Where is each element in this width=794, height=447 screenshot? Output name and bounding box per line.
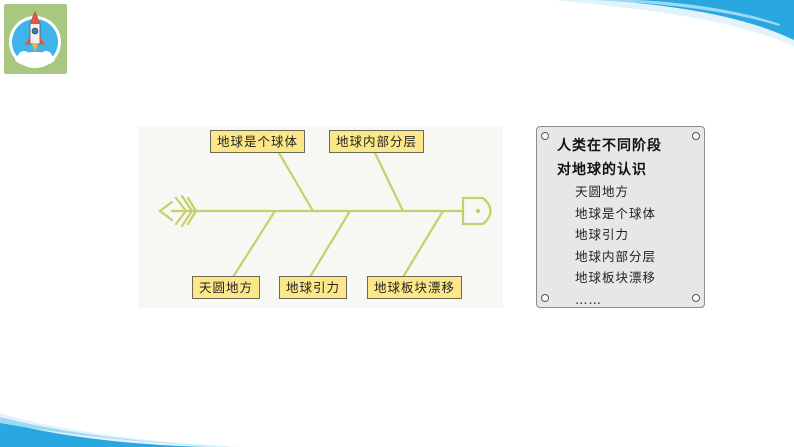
top-bone-1: [277, 151, 315, 213]
note-title-line-1: 人类在不同阶段: [557, 138, 662, 154]
label-bottom-3: 地球板块漂移: [367, 276, 463, 299]
list-item: 地球内部分层: [575, 248, 657, 264]
top-bone-2: [373, 151, 405, 213]
list-item: 地球是个球体: [575, 205, 657, 221]
label-top-2: 地球内部分层: [329, 130, 425, 153]
bottom-bone-1: [231, 209, 277, 279]
list-item: 地球板块漂移: [575, 270, 657, 285]
note-card: 人类在不同阶段 对地球的认识 天圆地方 地球是个球体 地球引力 地球内部分层 地…: [536, 126, 705, 308]
fishbone-tail-top: [158, 200, 174, 213]
list-item: 天圆地方: [575, 184, 630, 199]
bottom-bone-2: [308, 209, 352, 279]
label-bottom-2: 地球引力: [279, 276, 348, 299]
logo-rocket-icon: [4, 4, 67, 74]
fishbone-head: [461, 196, 492, 226]
rocket-icon: [9, 10, 61, 68]
note-title: 人类在不同阶段 对地球的认识: [557, 134, 697, 182]
note-title-line-2: 对地球的认识: [557, 162, 647, 178]
fishbone-skeleton: [158, 151, 492, 279]
list-item: 地球引力: [575, 227, 630, 242]
punch-hole: [692, 294, 700, 302]
top-wave-decoration: [554, 0, 794, 46]
punch-hole: [541, 132, 549, 140]
list-item: ……: [575, 291, 602, 307]
punch-hole: [692, 132, 700, 140]
fishbone-diagram: 地球是个球体 地球内部分层 天圆地方 地球引力 地球板块漂移: [138, 126, 503, 308]
note-list: 天圆地方 地球是个球体 地球引力 地球内部分层 地球板块漂移 ……: [575, 181, 656, 310]
fishbone-eye: [475, 208, 481, 214]
punch-hole: [541, 294, 549, 302]
label-top-1: 地球是个球体: [210, 130, 306, 153]
bottom-bone-3: [401, 209, 445, 279]
fishbone-tail-bottom: [158, 209, 174, 222]
label-bottom-1: 天圆地方: [192, 276, 261, 299]
bottom-wave-decoration: [0, 413, 240, 447]
